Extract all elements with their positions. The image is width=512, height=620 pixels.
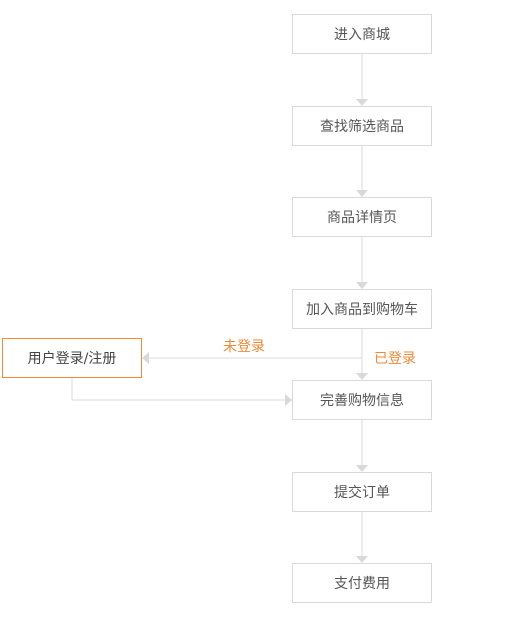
node-search-filter-products: 查找筛选商品 <box>292 106 432 146</box>
arrowhead-login <box>142 352 149 364</box>
edge-label-logged-in: 已登录 <box>374 351 416 367</box>
node-submit-order: 提交订单 <box>292 472 432 512</box>
node-pay-fees: 支付费用 <box>292 563 432 603</box>
arrowhead-search <box>356 99 368 106</box>
arrowhead-pay <box>356 556 368 563</box>
arrow-login-to-complete <box>71 378 286 401</box>
arrowhead-submit <box>356 465 368 472</box>
node-complete-purchase-info: 完善购物信息 <box>292 380 432 420</box>
node-product-detail-page: 商品详情页 <box>292 197 432 237</box>
arrowhead-complete-left <box>285 394 292 406</box>
edge-label-not-logged-in: 未登录 <box>223 339 265 355</box>
node-add-to-cart: 加入商品到购物车 <box>292 289 432 329</box>
arrowhead-detail <box>356 190 368 197</box>
arrowhead-cart <box>356 282 368 289</box>
node-enter-mall: 进入商城 <box>292 14 432 54</box>
arrowhead-complete-top <box>356 373 368 380</box>
node-user-login-register: 用户登录/注册 <box>2 338 142 378</box>
